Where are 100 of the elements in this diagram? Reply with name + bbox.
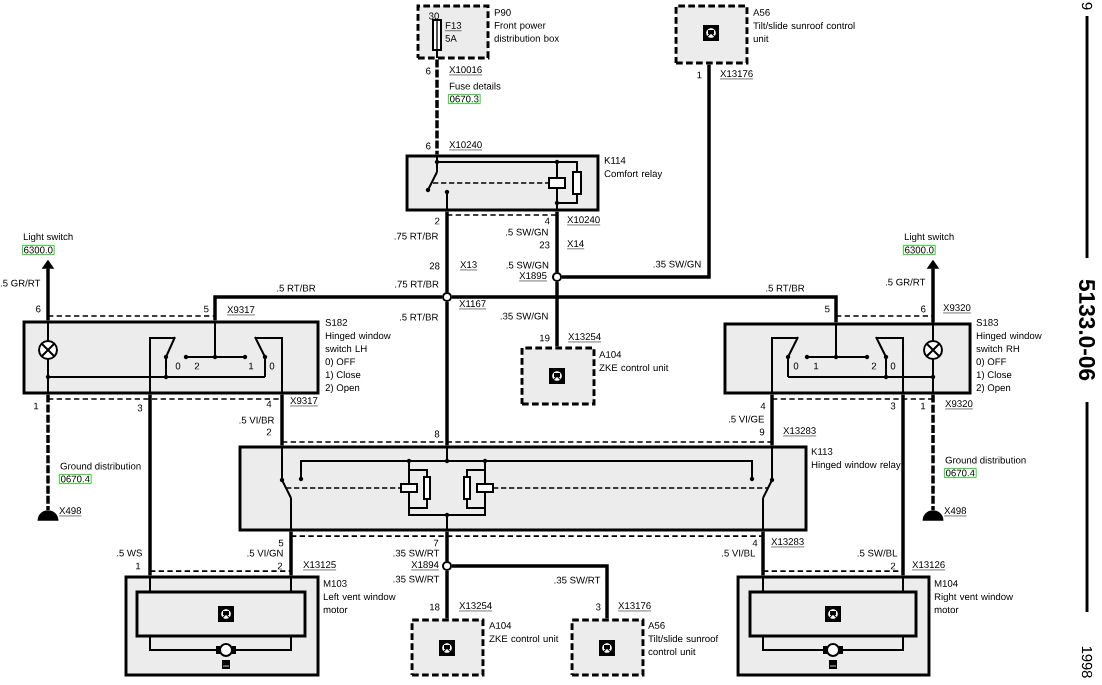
connector-label: X1167 — [458, 300, 487, 310]
position-legend: 1) Close — [976, 371, 1012, 380]
pin-number: 2 — [435, 217, 440, 225]
pin-number: 5 — [278, 539, 284, 547]
connector-label: X13254 — [458, 602, 493, 612]
page-reference: 0670.3 — [448, 94, 481, 104]
fuse-rating: 5A — [445, 35, 457, 42]
connector-label: X498 — [58, 507, 82, 517]
pin-number: 1 — [921, 402, 926, 410]
connector-label: X10240 — [566, 216, 601, 226]
wire-label: .5 RT/BR — [275, 283, 317, 293]
position-number: 1 — [814, 362, 819, 370]
wire — [289, 531, 293, 576]
component-name: Right vent window motor — [934, 593, 1014, 614]
page-reference: 6300.0 — [903, 245, 936, 255]
pin-number: 3 — [137, 404, 143, 412]
position-number: 1 — [249, 362, 254, 370]
pin-number: 8 — [434, 430, 440, 438]
wire — [452, 295, 838, 323]
connector-label: X13283 — [770, 538, 805, 548]
wire — [555, 211, 559, 272]
wire — [555, 282, 559, 347]
pin-number: 28 — [429, 262, 440, 270]
wire-label: .35 SW/GN — [651, 259, 703, 269]
wire — [770, 394, 774, 446]
pin-number: 23 — [539, 241, 550, 249]
pin-number: 1 — [34, 402, 39, 410]
pin-number: 30 — [429, 12, 439, 20]
wire — [46, 394, 50, 510]
year-label: 1998 — [1081, 646, 1093, 678]
pin-number: 6 — [36, 305, 41, 313]
component-code: A56 — [753, 9, 770, 16]
component-name: Hinged window switch RH — [976, 332, 1042, 353]
position-legend: 1) Close — [325, 371, 361, 380]
wire-label: .5 RT/BR — [764, 283, 806, 293]
connector-label: X10240 — [448, 141, 483, 151]
position-number: 0 — [793, 362, 799, 370]
connector-label: X13176 — [617, 602, 652, 612]
position-number: 0 — [175, 362, 181, 370]
wire-label: .35 SW/RT — [391, 574, 441, 584]
pin-number: 7 — [433, 539, 439, 547]
wire — [901, 394, 905, 576]
wire-label: .5 SW/BL — [855, 548, 899, 558]
pin-number: 18 — [430, 603, 440, 611]
wire-label: .5 GR/RT — [883, 277, 927, 287]
connector-label: X9320 — [942, 304, 972, 314]
component-name: Tilt/slide sunroof control unit — [753, 22, 855, 43]
component-code: S182 — [325, 319, 347, 326]
note: Fuse details — [449, 82, 501, 90]
wire-label: .5 VI/GE — [726, 414, 766, 424]
component-code: M104 — [934, 580, 958, 587]
position-legend: 0) OFF — [976, 358, 1007, 367]
wire-label: .5 RT/BR — [397, 312, 440, 322]
component-code: M103 — [323, 580, 347, 587]
connector-label: X10016 — [448, 66, 483, 76]
reference-label: Light switch — [23, 233, 73, 242]
wire — [213, 295, 442, 321]
connector-label: X9320 — [944, 400, 974, 410]
diagram-number: 5133.0-06 — [1079, 279, 1096, 381]
pin-number: 6 — [921, 305, 926, 313]
connector-label: X13125 — [302, 561, 337, 571]
pin-number: 6 — [426, 67, 431, 75]
connector-label: X13254 — [567, 333, 602, 343]
connector-label: X14 — [566, 240, 585, 250]
splice-point — [442, 292, 452, 302]
wire-label: .35 SW/GN — [498, 311, 550, 321]
wire-label: .35 SW/RT — [552, 575, 602, 585]
pin-number: 4 — [752, 539, 758, 547]
connector-label: X9317 — [226, 306, 256, 316]
position-legend: 0) OFF — [325, 358, 356, 367]
position-legend: 2) Open — [976, 384, 1011, 393]
wire — [435, 59, 439, 155]
wire-label: .75 RT/BR — [392, 231, 440, 241]
position-number: 2 — [194, 362, 200, 370]
wire — [761, 531, 765, 576]
component-name: Front power distribution box — [494, 22, 560, 42]
connector-label: X13176 — [719, 70, 754, 80]
component-name: Comfort relay — [604, 170, 663, 179]
wire-label: .5 WS — [114, 548, 144, 558]
wire-label: .5 VI/GN — [245, 548, 285, 558]
wire-label: .35 SW/RT — [391, 548, 441, 558]
connector-label: X13 — [459, 261, 478, 271]
component-name: Tilt/slide sunroof control unit — [648, 635, 719, 656]
pin-number: 4 — [544, 217, 550, 225]
pin-number: 3 — [890, 402, 896, 410]
pin-number: 2 — [277, 562, 283, 570]
wire-label: .5 SW/GN — [503, 227, 550, 237]
connector-label: X498 — [943, 507, 967, 517]
component-code: K114 — [604, 157, 626, 164]
reference-label: Light switch — [904, 233, 954, 242]
pin-number: 5 — [203, 305, 209, 313]
fuse-label: F13 — [444, 22, 462, 31]
ground-symbol — [922, 510, 944, 521]
pin-number: 9 — [759, 428, 765, 436]
wire — [445, 211, 449, 292]
component-code: K113 — [811, 448, 833, 455]
sheet-number: 9 — [1081, 2, 1093, 10]
splice-point — [552, 272, 562, 282]
pin-number: 4 — [760, 402, 766, 410]
pin-number: 2 — [266, 428, 272, 436]
